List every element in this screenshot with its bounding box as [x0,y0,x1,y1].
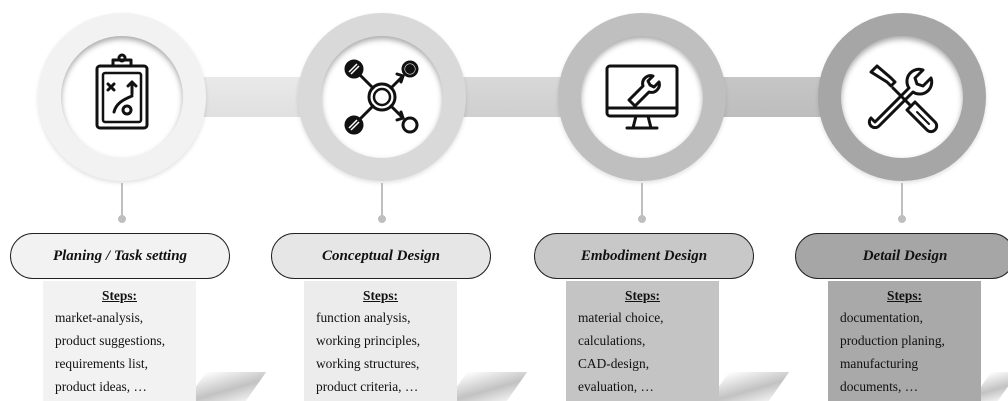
stage-1-icon-disc [61,36,183,158]
steps-heading: Steps: [625,288,660,303]
steps-heading: Steps: [363,288,398,303]
stage-1-title: Planing / Task setting [10,233,230,279]
step-item: CAD-design, [578,356,650,371]
stage-4-title: Detail Design [795,233,1008,279]
stem-connector [638,183,646,223]
box-shadow-decoration [708,372,790,401]
stage-3-icon-disc [581,36,703,158]
stage-4-icon-disc [841,36,963,158]
step-item: market-analysis, [55,310,144,325]
step-item: product suggestions, [55,333,166,348]
stage-2-circle [298,13,466,181]
stage-3-circle [558,13,726,181]
stage-3-steps-box: Steps: material choice, calculations, CA… [566,281,719,401]
stage-2-title: Conceptual Design [271,233,491,279]
stage-3-title: Embodiment Design [534,233,754,279]
step-item: working principles, [316,333,421,348]
step-item: documentation, [840,310,923,325]
box-shadow-decoration [446,372,528,401]
box-shadow-decoration [185,372,267,401]
clipboard-strategy-icon [95,53,149,130]
stage-2-icon-disc [321,36,443,158]
stem-connector [118,183,126,223]
step-item: requirements list, [55,356,148,371]
stage-1-circle [38,13,206,181]
monitor-wrench-icon [605,64,679,130]
stem-connector [378,183,386,223]
step-item: production planing, [840,333,945,348]
step-item: calculations, [578,333,646,348]
step-item: manufacturing [840,356,919,371]
step-item: documents, … [840,379,919,394]
network-nodes-icon [344,59,419,135]
step-item: evaluation, … [578,379,654,394]
stage-4-steps-box: Steps: documentation, production planing… [828,281,981,401]
connector-band [455,77,575,117]
stage-4-circle [818,13,986,181]
step-item: function analysis, [316,310,411,325]
steps-heading: Steps: [102,288,137,303]
stage-2-steps-box: Steps: function analysis, working princi… [304,281,457,401]
step-item: working structures, [316,356,420,371]
stage-1-steps-box: Steps: market-analysis, product suggesti… [43,281,196,401]
steps-heading: Steps: [887,288,922,303]
step-item: product criteria, … [316,379,419,394]
step-item: product ideas, … [55,379,147,394]
wrench-screwdriver-icon [867,64,939,134]
stem-connector [898,183,906,223]
step-item: material choice, [578,310,664,325]
